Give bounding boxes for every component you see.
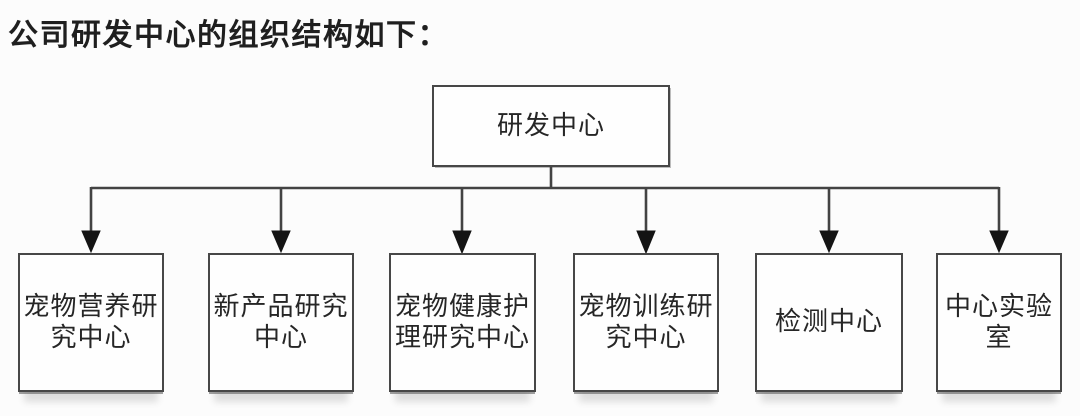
org-node-label: 宠物健康护 理研究中心 bbox=[394, 291, 530, 352]
arrowhead-icon bbox=[452, 230, 472, 255]
org-node-label: 宠物营养研 究中心 bbox=[23, 291, 159, 352]
org-node-central-laboratory: 中心实验 室 bbox=[936, 253, 1062, 392]
org-node-label: 宠物训练研 究中心 bbox=[578, 291, 714, 352]
org-node-testing-center: 检测中心 bbox=[755, 253, 903, 392]
arrowhead-icon bbox=[819, 230, 839, 254]
arrowhead-icon bbox=[636, 230, 656, 255]
org-node-pet-nutrition-research-center: 宠物营养研 究中心 bbox=[18, 253, 164, 392]
page-title: 公司研发中心的组织结构如下： bbox=[8, 19, 449, 52]
arrowhead-icon bbox=[81, 230, 101, 254]
org-node-label: 中心实验 室 bbox=[944, 291, 1053, 352]
org-node-label: 新产品研究 中心 bbox=[213, 291, 349, 352]
org-node-label: 检测中心 bbox=[774, 307, 883, 337]
org-node-new-product-research-center: 新产品研究 中心 bbox=[208, 253, 354, 392]
arrowhead-icon bbox=[989, 230, 1009, 254]
org-node-label: 研发中心 bbox=[496, 110, 605, 140]
org-node-pet-training-research-center: 宠物训练研 究中心 bbox=[573, 253, 719, 392]
org-node-rd-center: 研发中心 bbox=[432, 85, 670, 167]
arrowhead-icon bbox=[271, 230, 291, 254]
org-node-pet-health-care-research-center: 宠物健康护 理研究中心 bbox=[389, 253, 536, 392]
